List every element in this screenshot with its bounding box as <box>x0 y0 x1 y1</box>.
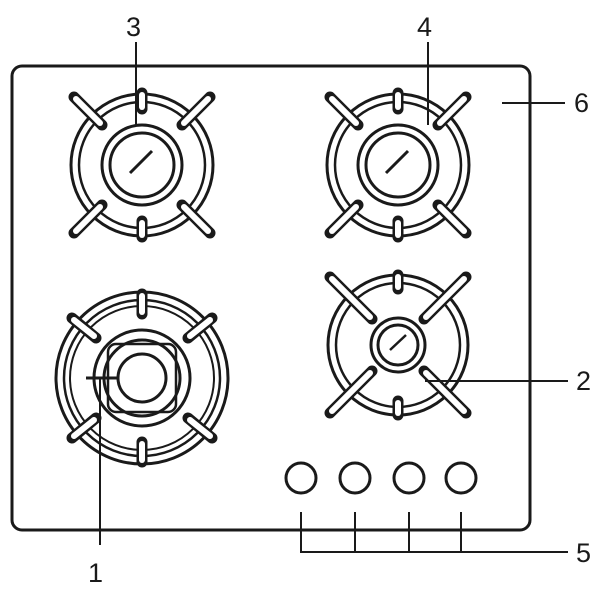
burner-bottom-left-wok <box>54 288 230 468</box>
callout-2: 2 <box>576 366 591 396</box>
callout-5: 5 <box>576 538 591 568</box>
leader-line-5 <box>300 512 568 553</box>
callout-6: 6 <box>574 88 589 118</box>
burner-top-right <box>324 87 472 243</box>
control-knob-2[interactable] <box>338 461 372 495</box>
control-knob-1[interactable] <box>284 461 318 495</box>
control-knob-3[interactable] <box>392 461 426 495</box>
leader-lines <box>99 42 568 553</box>
burner-top-left <box>68 87 216 243</box>
control-knobs <box>284 461 478 495</box>
callout-3: 3 <box>126 12 141 42</box>
cooktop-panel <box>10 64 532 532</box>
callout-4: 4 <box>417 12 432 42</box>
callout-1: 1 <box>88 558 103 588</box>
control-knob-4[interactable] <box>444 461 478 495</box>
burner-bottom-right <box>324 269 472 421</box>
